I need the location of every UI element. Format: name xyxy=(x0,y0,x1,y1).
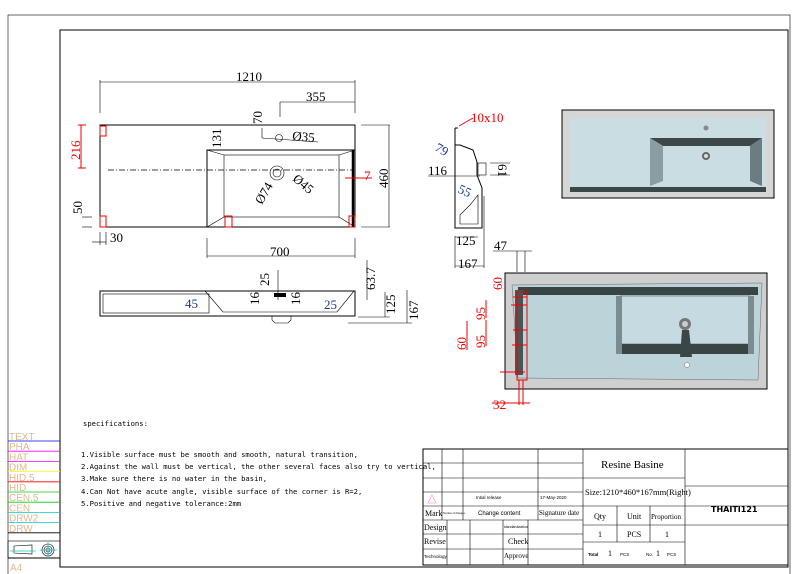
spec-item: 1.Visible surface must be smooth and smo… xyxy=(81,450,358,459)
dim-125-side: 125 xyxy=(383,295,398,315)
spec-item: 5.Positive and negative tolerance:2mm xyxy=(81,499,241,508)
spec-item: 3.Make sure there is no water in the bas… xyxy=(81,474,267,483)
dim-drain-outer: Ø74 xyxy=(252,179,276,206)
dim-tap-hole: Ø35 xyxy=(292,128,316,145)
title-block: Intial release 17-May-2020 Mark Number o… xyxy=(422,448,789,566)
dim-wall-16-right: 16 xyxy=(288,292,303,306)
sheet-size: A4 xyxy=(10,563,23,574)
dim-offset-32: 32 xyxy=(493,397,506,412)
dim-top-60: 60 xyxy=(490,277,505,290)
drawing-frame xyxy=(59,29,789,568)
dim-right-wall: 7 xyxy=(364,168,371,183)
dim-tap-offset: 355 xyxy=(306,89,326,104)
top-view: 1210 355 70 Ø35 131 216 50 30 460 7 700 … xyxy=(68,69,391,259)
revise-label: Revise xyxy=(424,537,446,546)
total-label: Total xyxy=(588,552,598,557)
proportion-value: 1 xyxy=(665,530,669,539)
unit-value: PCS xyxy=(627,530,641,539)
change-content-header: Change content xyxy=(478,511,521,517)
dim-116: 116 xyxy=(428,163,448,178)
total-qty: 1 xyxy=(608,549,612,558)
number-header: Number of changes xyxy=(443,512,466,515)
dim-gap-95-a: 95 xyxy=(473,307,488,320)
dim-left-mount: 216 xyxy=(68,140,83,160)
qty-value: 1 xyxy=(598,530,602,539)
basin-render-top xyxy=(561,109,775,199)
layer-label: CEN xyxy=(9,503,30,514)
no-unit: PCS xyxy=(667,552,676,557)
dim-167: 167 xyxy=(458,256,478,271)
spec-item: 4.Can Not have acute angle, visible surf… xyxy=(81,487,362,496)
layer-label: HAT xyxy=(9,452,28,463)
section-view: 10x10 79 116 61 55 125 167 47 xyxy=(428,110,532,272)
dim-drain-inner: Ø45 xyxy=(290,171,317,197)
layer-label: TEXT xyxy=(9,432,35,443)
dim-edge-offset: 30 xyxy=(110,230,123,245)
product-size: Size:1210*460*167mm(Right) xyxy=(585,487,691,497)
specifications: specifications: 1.Visible surface must b… xyxy=(81,419,436,508)
dim-side-60: 60 xyxy=(454,337,469,350)
qty-label: Qty xyxy=(594,512,606,521)
projection-symbol xyxy=(10,542,57,558)
dim-slope-45: 45 xyxy=(185,296,198,311)
no-value: 1 xyxy=(656,549,660,558)
dim-gap-95-b: 95 xyxy=(473,335,488,348)
approve-label: Approve xyxy=(504,552,529,560)
dim-167-side: 167 xyxy=(406,300,421,320)
dim-wall-16-left: 16 xyxy=(247,292,262,306)
dim-overall-width: 460 xyxy=(376,169,391,189)
dim-125: 125 xyxy=(456,233,476,248)
check-label: Check xyxy=(508,537,528,546)
proportion-label: Proportion xyxy=(651,513,681,521)
dim-bowl-from-back: 131 xyxy=(209,129,224,149)
unit-label: Unit xyxy=(627,512,642,521)
standardization-label: standardization xyxy=(504,525,528,529)
sheet-border xyxy=(7,14,791,574)
spec-item: 2.Against the wall must be vertical, the… xyxy=(81,462,436,471)
signature-date-header: Signature date xyxy=(539,509,579,517)
side-view: 25 63.7 45 16 16 25 125 167 xyxy=(99,260,421,324)
dim-bottom-mount: 50 xyxy=(70,201,85,214)
dim-notch: 10x10 xyxy=(471,110,504,125)
specifications-heading: specifications: xyxy=(83,419,148,428)
mark-header: Mark xyxy=(425,509,442,518)
dim-angle-55: 55 xyxy=(456,181,474,200)
layer-label: HID.5 xyxy=(9,473,35,484)
layer-label: DRW2 xyxy=(9,514,39,525)
dim-63-7: 63.7 xyxy=(363,267,378,290)
dim-slope-25: 25 xyxy=(324,297,337,312)
layer-label: HID xyxy=(9,483,26,494)
technology-label: Technology xyxy=(424,554,448,559)
dim-overflow: 61 xyxy=(495,164,510,177)
dim-overall-length: 1210 xyxy=(236,69,262,84)
revision-date: 17-May-2020 xyxy=(540,495,567,500)
total-unit: PCS xyxy=(620,552,629,557)
revision-content: Intial release xyxy=(476,495,502,500)
dim-47: 47 xyxy=(494,238,508,253)
layer-label: DRW xyxy=(9,524,33,535)
model-number: THAITI121 xyxy=(711,505,758,514)
layer-label: PHA xyxy=(9,442,30,453)
dim-overflow-25: 25 xyxy=(257,273,272,286)
layer-label: DIM xyxy=(9,463,27,474)
product-name: Resine Basine xyxy=(601,459,664,471)
dim-tap-from-back: 70 xyxy=(250,111,265,124)
dim-angle-top: 79 xyxy=(433,140,452,159)
no-label: No. xyxy=(646,552,653,557)
basin-render-bottom: 60 95 95 60 32 xyxy=(454,272,768,412)
layer-label: CEN.5 xyxy=(9,493,39,504)
design-label: Design xyxy=(424,523,447,532)
dim-bowl-length: 700 xyxy=(270,244,290,259)
